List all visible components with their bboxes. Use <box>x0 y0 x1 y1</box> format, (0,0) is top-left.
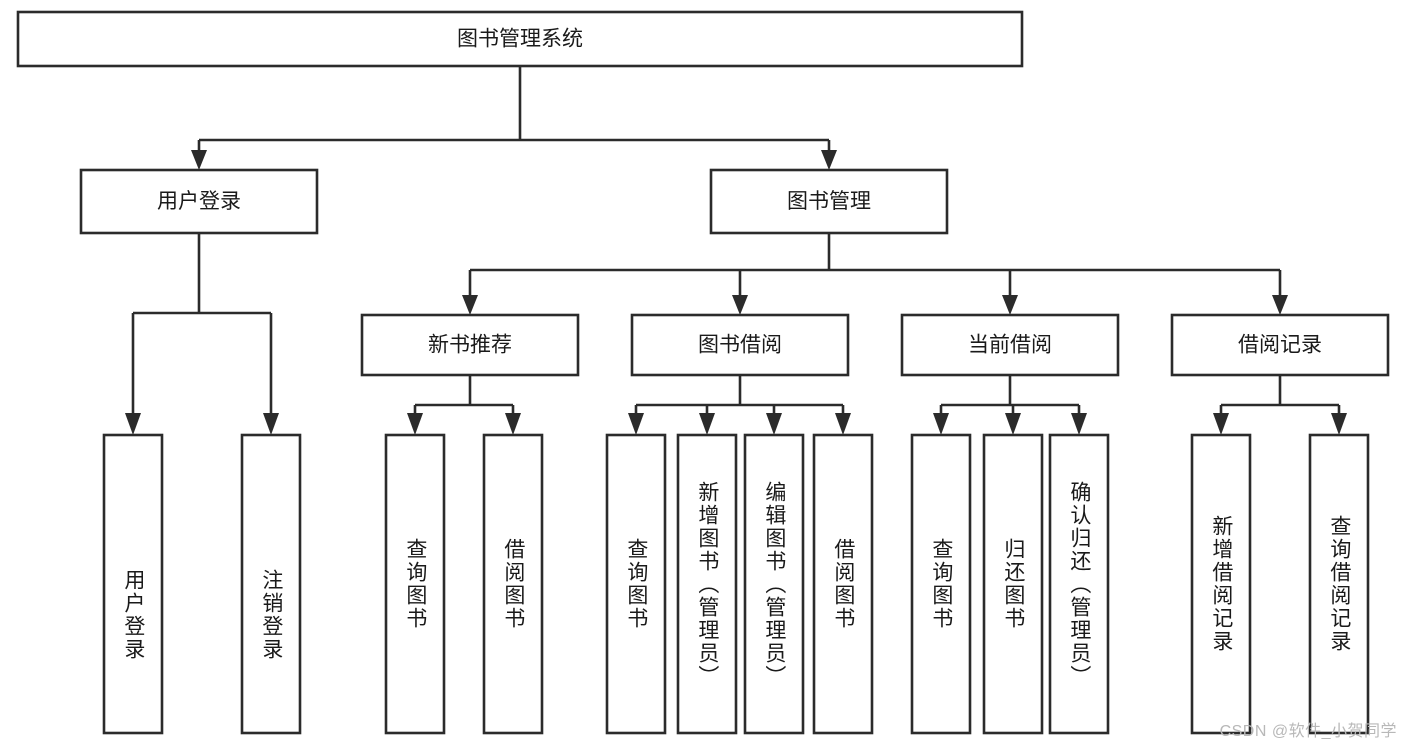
level2-node-2[interactable]: 图书管理 <box>709 168 949 235</box>
node-box[interactable] <box>910 433 972 735</box>
leaf-node-4[interactable] <box>482 433 544 735</box>
node-box[interactable] <box>1048 433 1110 735</box>
node-box[interactable] <box>743 433 805 735</box>
arrowhead-leaf-query-book-3 <box>933 413 949 435</box>
level2-node-group: 用户登录 图书管理 <box>79 168 949 235</box>
node-label: 借阅记录 <box>1238 334 1322 357</box>
watermark: CSDN @软件_小贺同学 <box>1219 723 1397 740</box>
arrowhead-leaf-user-login <box>125 413 141 435</box>
root-node-1[interactable]: 图书管理系统 <box>16 10 1024 68</box>
arrowhead-leaf-return-book <box>1005 413 1021 435</box>
level3-node-group: 新书推荐 图书借阅 当前借阅 借阅记录 <box>360 313 1390 377</box>
level3-node-4[interactable]: 借阅记录 <box>1170 313 1390 377</box>
node-label: 图书借阅 <box>698 334 782 357</box>
node-box[interactable] <box>16 10 1024 68</box>
node-box[interactable] <box>102 433 164 735</box>
node-box[interactable] <box>79 168 319 235</box>
leaf-node-2[interactable] <box>240 433 302 735</box>
arrowhead-book-mgmt <box>821 150 837 170</box>
node-box[interactable] <box>676 433 738 735</box>
node-label: 新书推荐 <box>428 334 512 357</box>
level2-node-1[interactable]: 用户登录 <box>79 168 319 235</box>
arrowhead-leaf-borrow-book-1 <box>505 413 521 435</box>
leaf-node-group <box>102 433 1370 735</box>
arrowhead-leaf-logout <box>263 413 279 435</box>
leaf-node-11[interactable] <box>1048 433 1110 735</box>
node-label: 图书管理 <box>787 190 871 213</box>
leaf-node-6[interactable] <box>676 433 738 735</box>
node-box[interactable] <box>240 433 302 735</box>
arrowhead-leaf-add-book <box>699 413 715 435</box>
node-box[interactable] <box>812 433 874 735</box>
leaf-node-5[interactable] <box>605 433 667 735</box>
node-box[interactable] <box>1308 433 1370 735</box>
leaf-node-8[interactable] <box>812 433 874 735</box>
arrowhead-current-borrow <box>1002 295 1018 315</box>
node-box[interactable] <box>630 313 850 377</box>
node-label: 图书管理系统 <box>457 28 583 51</box>
leaf-node-12[interactable] <box>1190 433 1252 735</box>
leaf-node-10[interactable] <box>982 433 1044 735</box>
leaf-node-1[interactable] <box>102 433 164 735</box>
arrowhead-leaf-query-record <box>1331 413 1347 435</box>
node-box[interactable] <box>482 433 544 735</box>
arrowhead-leaf-query-book-1 <box>407 413 423 435</box>
node-label: 用户登录 <box>157 190 241 213</box>
node-box[interactable] <box>1170 313 1390 377</box>
node-box[interactable] <box>360 313 580 377</box>
arrowhead-borrow <box>732 295 748 315</box>
leaf-node-9[interactable] <box>910 433 972 735</box>
level3-node-1[interactable]: 新书推荐 <box>360 313 580 377</box>
arrowhead-leaf-edit-book <box>766 413 782 435</box>
arrowhead-leaf-query-book-2 <box>628 413 644 435</box>
level3-node-2[interactable]: 图书借阅 <box>630 313 850 377</box>
leaf-node-7[interactable] <box>743 433 805 735</box>
connector-group <box>125 66 1347 435</box>
node-box[interactable] <box>1190 433 1252 735</box>
node-box[interactable] <box>605 433 667 735</box>
node-box[interactable] <box>384 433 446 735</box>
arrowhead-user-login <box>191 150 207 170</box>
arrowhead-leaf-add-record <box>1213 413 1229 435</box>
node-box[interactable] <box>900 313 1120 377</box>
root-node-group: 图书管理系统 <box>16 10 1024 68</box>
node-box[interactable] <box>982 433 1044 735</box>
arrowhead-new-book <box>462 295 478 315</box>
level3-node-3[interactable]: 当前借阅 <box>900 313 1120 377</box>
arrowhead-borrow-record <box>1272 295 1288 315</box>
leaf-node-13[interactable] <box>1308 433 1370 735</box>
arrowhead-leaf-borrow-book-2 <box>835 413 851 435</box>
leaf-node-3[interactable] <box>384 433 446 735</box>
arrowhead-leaf-confirm-return <box>1071 413 1087 435</box>
node-label: 当前借阅 <box>968 334 1052 357</box>
node-box[interactable] <box>709 168 949 235</box>
